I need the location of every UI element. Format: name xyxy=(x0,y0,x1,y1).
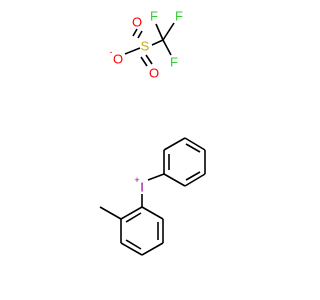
atom-s: S xyxy=(141,39,150,54)
bond-s-o-top-1 xyxy=(137,30,143,39)
bond-c-f-right xyxy=(162,22,175,41)
bond-s-o-bottom-1 xyxy=(145,54,153,65)
tolyl-methyl-bond xyxy=(99,206,122,220)
phenyl-bond-4 xyxy=(184,173,206,187)
tolyl-bond-6 xyxy=(120,206,143,220)
atom-f-left: F xyxy=(150,9,158,24)
charge-o-minus: - xyxy=(110,47,113,57)
phenyl-bond-1 xyxy=(163,137,186,151)
atom-o-minus: O xyxy=(113,52,123,67)
bond-o-s xyxy=(124,47,141,55)
atom-iodine: I xyxy=(140,180,144,195)
structure-svg: O - O S O F F F I + xyxy=(99,9,206,256)
tolyl-bond-1 xyxy=(141,206,164,220)
atom-f-right: F xyxy=(175,9,183,24)
tolyl-double-3 xyxy=(125,212,142,223)
bond-c-f-bottom xyxy=(162,39,172,56)
phenyl-double-2 xyxy=(185,171,201,181)
phenyl-double-1 xyxy=(185,143,201,153)
bond-i-phenyl xyxy=(147,173,165,181)
phenyl-bond-2 xyxy=(184,137,206,151)
charge-iodine: + xyxy=(134,175,139,185)
iodine-bonds xyxy=(141,173,165,207)
tolyl-double-2 xyxy=(125,239,142,250)
phenyl-ring xyxy=(163,137,206,187)
triflate-bonds xyxy=(124,22,175,67)
bond-c-f-left xyxy=(155,23,164,41)
tolyl-bond-4 xyxy=(120,242,143,256)
molecule-diagram: O - O S O F F F I + xyxy=(99,9,206,256)
atom-labels: O - O S O F F F I + xyxy=(110,9,184,195)
atom-o-bottom: O xyxy=(149,66,159,81)
atom-o-top: O xyxy=(132,15,142,30)
atom-f-bottom: F xyxy=(170,55,178,70)
tolyl-ring xyxy=(99,206,164,256)
tolyl-bond-3 xyxy=(141,242,164,256)
bond-s-c xyxy=(151,39,164,46)
bond-s-o-top-2 xyxy=(132,28,138,37)
bond-s-o-bottom-2 xyxy=(140,56,148,67)
phenyl-bond-5 xyxy=(163,173,186,187)
